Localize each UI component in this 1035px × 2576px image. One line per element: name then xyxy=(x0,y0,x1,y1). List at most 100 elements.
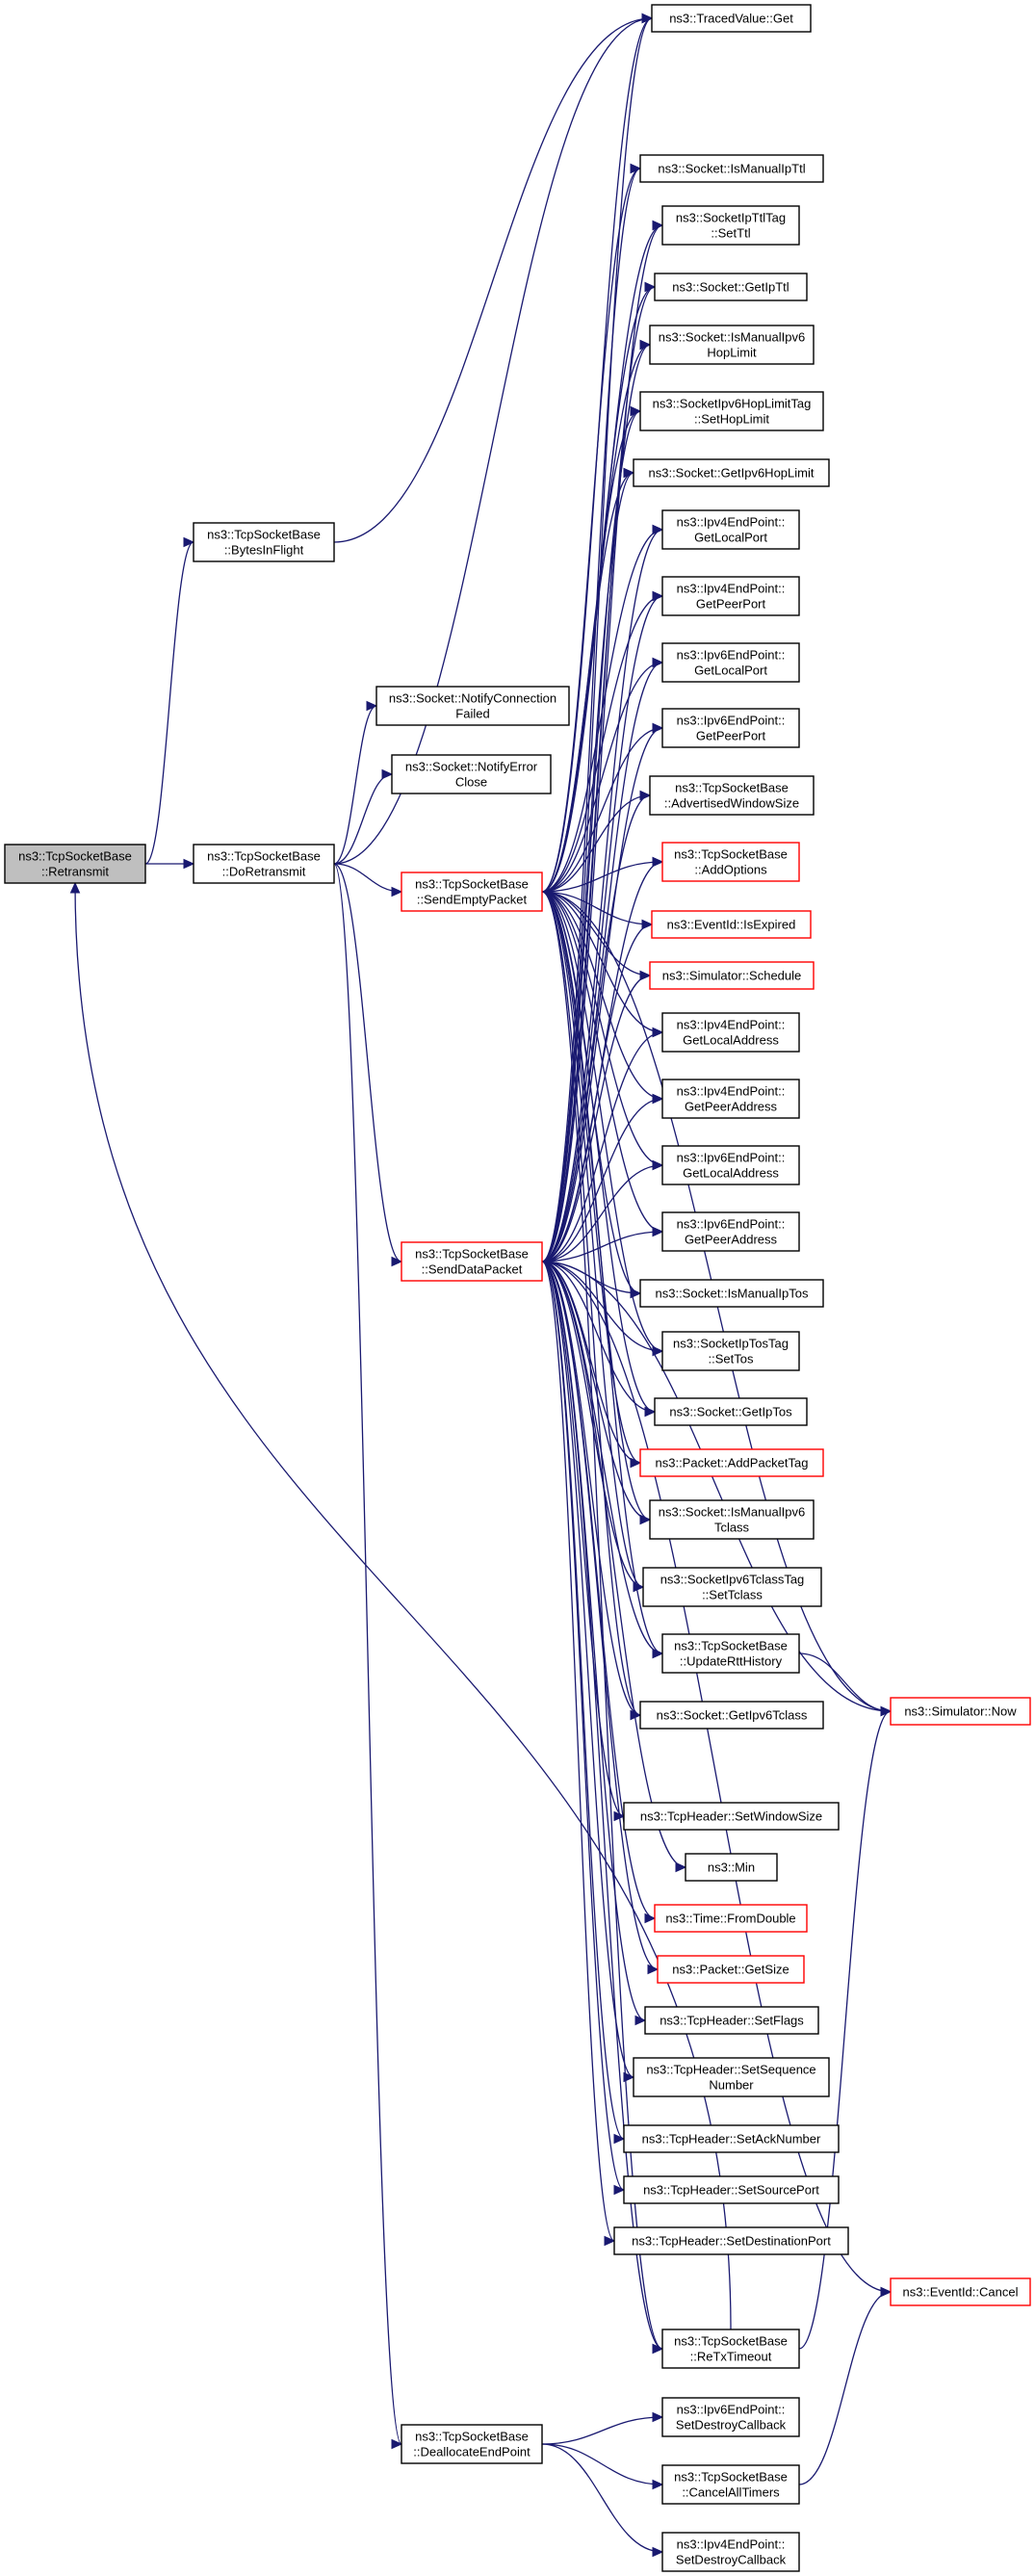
node-setsourceport[interactable]: ns3::TcpHeader::SetSourcePort xyxy=(623,2175,840,2204)
node-addoptions[interactable]: ns3::TcpSocketBase::AddOptions xyxy=(661,842,800,882)
edge-senddatapacket-to-updaterritthistory xyxy=(541,1261,664,1659)
nodes-layer: ns3::TcpSocketBase::Retransmitns3::TcpSo… xyxy=(4,4,1031,2572)
node-label: ns3::Socket::NotifyConnection xyxy=(389,691,556,706)
node-schedule[interactable]: ns3::Simulator::Schedule xyxy=(649,961,815,990)
node-sendemptypacket[interactable]: ns3::TcpSocketBase::SendEmptyPacket xyxy=(401,872,543,912)
node-getipttl[interactable]: ns3::Socket::GetIpTtl xyxy=(654,273,808,301)
edge-arrowhead xyxy=(652,1027,664,1038)
node-box xyxy=(661,1633,800,1674)
node-getipv6tclass[interactable]: ns3::Socket::GetIpv6Tclass xyxy=(639,1701,824,1730)
node-advertisedwindowsize[interactable]: ns3::TcpSocketBase::AdvertisedWindowSize xyxy=(649,775,815,816)
node-ipv6_getlocalport[interactable]: ns3::Ipv6EndPoint::GetLocalPort xyxy=(661,642,800,683)
node-settos[interactable]: ns3::SocketIpTosTag::SetTos xyxy=(661,1331,800,1371)
edge-arrowhead xyxy=(644,1912,657,1924)
node-label: ::SendDataPacket xyxy=(422,1262,523,1277)
edge-senddatapacket-to-ismanualipttl xyxy=(541,163,642,1262)
node-socketipttltag_setttl[interactable]: ns3::SocketIpTtlTag::SetTtl xyxy=(661,205,800,246)
node-box xyxy=(401,872,543,912)
node-box xyxy=(375,686,570,726)
node-box xyxy=(661,842,800,882)
node-cancelalltimers[interactable]: ns3::TcpSocketBase::CancelAllTimers xyxy=(661,2464,800,2505)
edge-arrowhead xyxy=(652,2411,664,2423)
edge-arrowhead xyxy=(639,790,652,801)
node-label: ns3::Ipv6EndPoint:: xyxy=(677,1217,786,1232)
node-box xyxy=(661,708,800,748)
node-setdestinationport[interactable]: ns3::TcpHeader::SetDestinationPort xyxy=(613,2226,849,2255)
node-updaterritthistory[interactable]: ns3::TcpSocketBase::UpdateRttHistory xyxy=(661,1633,800,1674)
node-label: ns3::TcpSocketBase xyxy=(207,849,321,864)
edge-deallocateendpoint-to-ipv6_setdestroycallback xyxy=(541,2411,664,2445)
edge-line xyxy=(541,891,644,1588)
node-ismanualiptos[interactable]: ns3::Socket::IsManualIpTos xyxy=(639,1279,824,1308)
node-ipv4_getlocalport[interactable]: ns3::Ipv4EndPoint::GetLocalPort xyxy=(661,509,800,550)
node-label: ::AddOptions xyxy=(694,863,767,877)
node-ipv4_getlocaladdress[interactable]: ns3::Ipv4EndPoint::GetLocalAddress xyxy=(661,1012,800,1053)
node-box xyxy=(193,844,335,884)
node-ipv6_setdestroycallback[interactable]: ns3::Ipv6EndPoint::SetDestroyCallback xyxy=(661,2397,800,2437)
edge-doretransmit-to-senddatapacket xyxy=(333,863,403,1267)
node-ipv4_getpeerport[interactable]: ns3::Ipv4EndPoint::GetPeerPort xyxy=(661,576,800,616)
node-retxtimeout[interactable]: ns3::TcpSocketBase::ReTxTimeout xyxy=(661,2329,800,2369)
node-tracedvalue_get[interactable]: ns3::TracedValue::Get xyxy=(651,4,812,33)
node-ipv6_getlocaladdress[interactable]: ns3::Ipv6EndPoint::GetLocalAddress xyxy=(661,1145,800,1185)
node-getsize[interactable]: ns3::Packet::GetSize xyxy=(657,1955,805,1984)
node-doretransmit[interactable]: ns3::TcpSocketBase::DoRetransmit xyxy=(193,844,335,884)
node-box xyxy=(661,2329,800,2369)
edge-line xyxy=(541,595,663,1262)
node-ipv6_getpeeraddress[interactable]: ns3::Ipv6EndPoint::GetPeerAddress xyxy=(661,1211,800,1252)
node-fromdouble[interactable]: ns3::Time::FromDouble xyxy=(654,1904,808,1933)
node-senddatapacket[interactable]: ns3::TcpSocketBase::SendDataPacket xyxy=(401,1241,543,1282)
edge-line xyxy=(541,891,663,1166)
edge-line xyxy=(541,410,641,1262)
node-box xyxy=(661,1079,800,1119)
node-box xyxy=(890,2277,1031,2306)
edge-senddatapacket-to-setsourceport xyxy=(541,1261,626,2196)
node-simulator_now[interactable]: ns3::Simulator::Now xyxy=(890,1697,1031,1726)
node-label: ns3::Simulator::Schedule xyxy=(662,969,802,983)
node-ipv4_setdestroycallback[interactable]: ns3::Ipv4EndPoint::SetDestroyCallback xyxy=(661,2532,800,2572)
node-label: ns3::TcpSocketBase xyxy=(675,781,789,795)
node-label: ns3::Socket::IsManualIpTos xyxy=(656,1287,809,1301)
node-label: ns3::SocketIpTtlTag xyxy=(676,211,786,225)
edge-line xyxy=(333,17,653,543)
node-deallocateendpoint[interactable]: ns3::TcpSocketBase::DeallocateEndPoint xyxy=(401,2424,543,2464)
node-label: SetDestroyCallback xyxy=(676,2553,787,2567)
node-getiptos[interactable]: ns3::Socket::GetIpTos xyxy=(654,1397,808,1426)
edge-line xyxy=(541,1261,634,2078)
edge-line xyxy=(541,472,634,1262)
node-setwindowsize[interactable]: ns3::TcpHeader::SetWindowSize xyxy=(623,1802,840,1831)
edge-line xyxy=(333,863,402,2445)
edge-senddatapacket-to-min xyxy=(541,1261,687,1873)
node-setflags[interactable]: ns3::TcpHeader::SetFlags xyxy=(644,2006,819,2035)
node-label: ns3::Packet::AddPacketTag xyxy=(656,1456,809,1470)
edge-line xyxy=(541,891,641,1716)
node-sethoplimit[interactable]: ns3::SocketIpv6HopLimitTag::SetHopLimit xyxy=(639,391,824,431)
node-eventid_cancel[interactable]: ns3::EventId::Cancel xyxy=(890,2277,1031,2306)
node-label: ns3::TcpSocketBase xyxy=(674,2334,788,2349)
node-addpackettag[interactable]: ns3::Packet::AddPacketTag xyxy=(639,1448,824,1477)
edge-line xyxy=(541,891,653,925)
node-getipv6hoplimit[interactable]: ns3::Socket::GetIpv6HopLimit xyxy=(633,458,830,487)
node-label: ns3::Ipv4EndPoint:: xyxy=(677,2537,786,2552)
edge-retransmit-to-doretransmit xyxy=(145,858,195,870)
node-setacknumber[interactable]: ns3::TcpHeader::SetAckNumber xyxy=(623,2124,840,2153)
node-settclass[interactable]: ns3::SocketIpv6TclassTag::SetTclass xyxy=(642,1567,822,1607)
edge-arrowhead xyxy=(652,1093,664,1105)
edge-senddatapacket-to-setacknumber xyxy=(541,1261,626,2145)
edge-senddatapacket-to-retxtimeout xyxy=(541,1261,664,2355)
node-bytesinflight[interactable]: ns3::TcpSocketBase::BytesInFlight xyxy=(193,522,335,562)
node-min[interactable]: ns3::Min xyxy=(685,1853,778,1882)
node-retransmit[interactable]: ns3::TcpSocketBase::Retransmit xyxy=(4,844,146,884)
node-label: ns3::SocketIpv6HopLimitTag xyxy=(653,397,812,411)
edges-layer xyxy=(69,13,893,2558)
node-isexpired[interactable]: ns3::EventId::IsExpired xyxy=(651,910,812,939)
node-ipv6_getpeerport[interactable]: ns3::Ipv6EndPoint::GetPeerPort xyxy=(661,708,800,748)
node-ismanualipttl[interactable]: ns3::Socket::IsManualIpTtl xyxy=(639,154,824,183)
node-ipv4_getpeeraddress[interactable]: ns3::Ipv4EndPoint::GetPeerAddress xyxy=(661,1079,800,1119)
edge-arrowhead xyxy=(652,1648,664,1659)
